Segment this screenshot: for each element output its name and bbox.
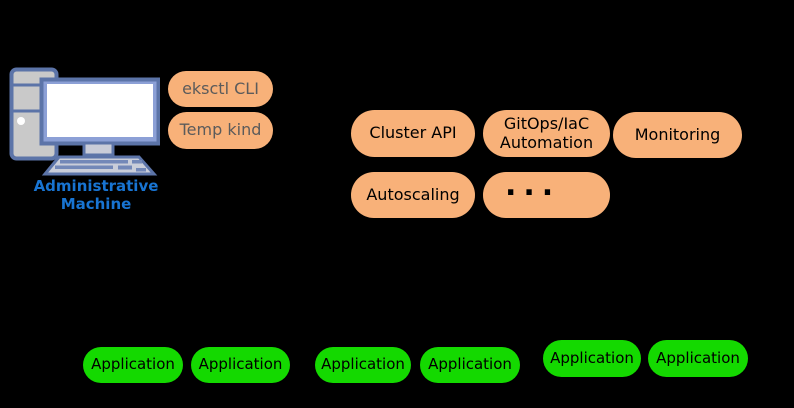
computer-keyboard	[41, 155, 158, 176]
computer-monitor	[39, 77, 160, 146]
pill-application-2: Application	[191, 347, 290, 383]
pill-temp-kind: Temp kind	[168, 112, 273, 149]
pill-application-6: Application	[648, 340, 748, 377]
pill-ellipsis: ...	[483, 168, 610, 218]
pill-application-1: Application	[83, 347, 183, 383]
pill-cluster-api: Cluster API	[351, 110, 475, 157]
pill-autoscaling: Autoscaling	[351, 172, 475, 218]
pill-gitops-iac-automation: GitOps/IaC Automation	[483, 110, 610, 157]
pill-monitoring: Monitoring	[613, 112, 742, 158]
ellipsis-text: ...	[505, 168, 561, 204]
pill-application-5: Application	[543, 340, 641, 377]
pill-application-4: Application	[420, 347, 520, 383]
admin-machine-label: Administrative Machine	[33, 177, 159, 213]
pill-eksctl-cli: eksctl CLI	[168, 71, 273, 107]
monitor-stand	[82, 141, 115, 157]
desktop-computer-icon	[9, 67, 160, 176]
pill-application-3: Application	[315, 347, 411, 383]
